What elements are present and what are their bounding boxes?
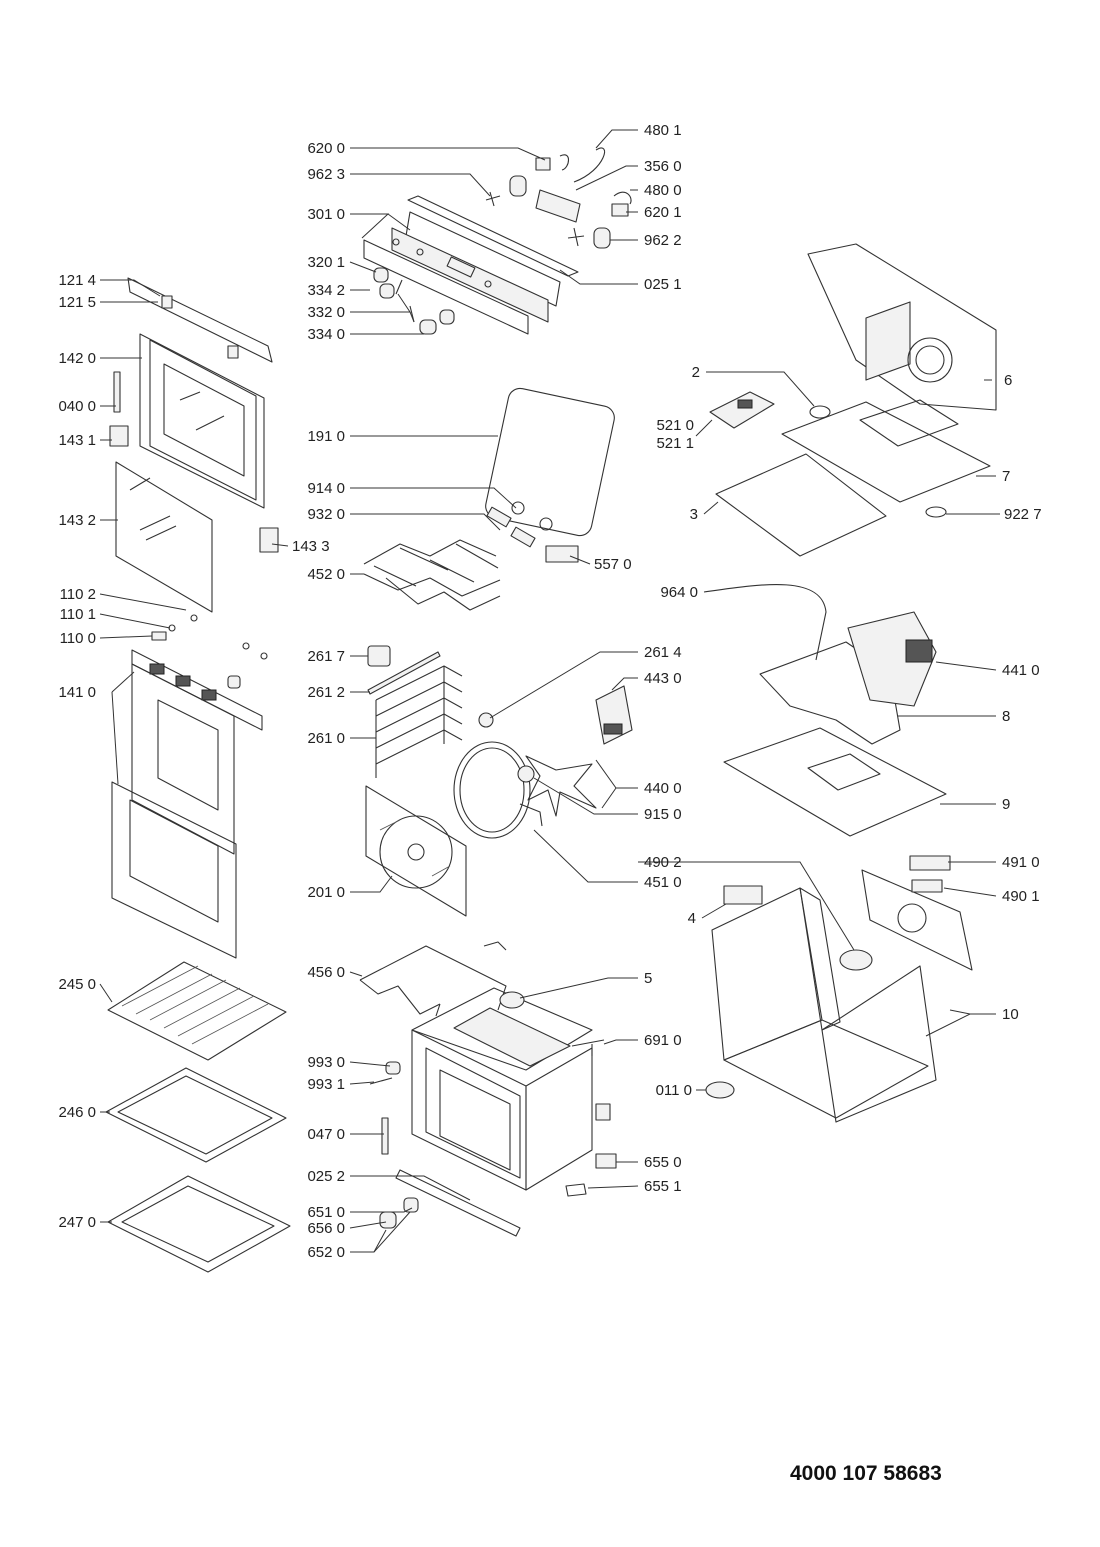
label-356-0: 356 0 — [644, 158, 682, 175]
label-040-0: 040 0 — [58, 398, 96, 415]
label-8: 8 — [1002, 708, 1010, 725]
label-2: 2 — [692, 364, 700, 381]
label-655-0: 655 0 — [644, 1154, 682, 1171]
control-panel-drawing — [363, 195, 579, 335]
leader-lines — [99, 129, 1000, 1253]
tube-964-drawing — [703, 584, 827, 661]
label-451-0: 451 0 — [644, 874, 682, 891]
label-521-0: 521 0 — [656, 417, 694, 434]
label-993-0: 993 0 — [307, 1054, 345, 1071]
label-261-4: 261 4 — [644, 644, 682, 661]
label-962-3: 962 3 — [307, 166, 345, 183]
label-443-0: 443 0 — [644, 670, 682, 687]
label-922-7: 922 7 — [1004, 506, 1042, 523]
label-047-0: 047 0 — [307, 1126, 345, 1143]
baking-tray-drawing — [105, 1067, 287, 1163]
label-245-0: 245 0 — [58, 976, 96, 993]
label-480-1: 480 1 — [644, 122, 682, 139]
label-993-1: 993 1 — [307, 1076, 345, 1093]
door-glass-drawing — [115, 461, 213, 613]
label-334-0: 334 0 — [307, 326, 345, 343]
label-490-1: 490 1 — [1002, 888, 1040, 905]
label-10: 10 — [1002, 1006, 1019, 1023]
label-691-0: 691 0 — [644, 1032, 682, 1049]
lower-element-drawing — [359, 941, 507, 1017]
plate-3-drawing — [715, 453, 887, 557]
label-652-0: 652 0 — [307, 1244, 345, 1261]
label-141-0: 141 0 — [58, 684, 96, 701]
plate-9-drawing — [723, 727, 947, 837]
bracket-8-drawing — [759, 611, 937, 745]
drip-pan-drawing — [107, 1175, 291, 1273]
label-121-4: 121 4 — [58, 272, 96, 289]
label-261-7: 261 7 — [307, 648, 345, 665]
label-191-0: 191 0 — [307, 428, 345, 445]
outer-door-drawing — [109, 277, 279, 553]
label-456-0: 456 0 — [307, 964, 345, 981]
label-011-0: 011 0 — [656, 1082, 692, 1099]
label-320-1: 320 1 — [307, 254, 345, 271]
label-620-1: 620 1 — [644, 204, 682, 221]
label-651-0: 651 0 — [307, 1204, 345, 1221]
label-490-2: 490 2 — [644, 854, 682, 871]
label-915-0: 915 0 — [644, 806, 682, 823]
label-620-0: 620 0 — [307, 140, 345, 157]
label-110-0: 110 0 — [60, 630, 96, 647]
label-143-1: 143 1 — [58, 432, 96, 449]
label-143-3: 143 3 — [292, 538, 330, 555]
document-number: 4000 107 58683 — [790, 1462, 942, 1485]
label-247-0: 247 0 — [58, 1214, 96, 1231]
label-441-0: 441 0 — [1002, 662, 1040, 679]
inner-door-drawing — [111, 614, 268, 959]
cavity-small-parts-drawing — [369, 991, 525, 1229]
label-334-2: 334 2 — [307, 282, 345, 299]
label-440-0: 440 0 — [644, 780, 682, 797]
part-labels: 620 0 962 3 301 0 320 1 334 2 332 0 334 … — [58, 122, 1041, 1261]
label-4: 4 — [688, 910, 696, 927]
label-964-0: 964 0 — [660, 584, 698, 601]
label-6: 6 — [1004, 372, 1012, 389]
label-025-1: 025 1 — [644, 276, 682, 293]
top-cover-drawing — [807, 243, 997, 411]
label-932-0: 932 0 — [307, 506, 345, 523]
label-962-2: 962 2 — [644, 232, 682, 249]
label-452-0: 452 0 — [307, 566, 345, 583]
label-143-2: 143 2 — [58, 512, 96, 529]
label-521-1: 521 1 — [656, 435, 694, 452]
label-261-0: 261 0 — [307, 730, 345, 747]
fan-assembly-drawing — [365, 685, 633, 917]
washer-922-drawing — [925, 506, 947, 518]
label-914-0: 914 0 — [307, 480, 345, 497]
label-142-0: 142 0 — [58, 350, 96, 367]
grill-element-drawing — [363, 501, 579, 611]
label-3: 3 — [690, 506, 698, 523]
label-480-0: 480 0 — [644, 182, 682, 199]
oven-cavity-drawing — [395, 987, 617, 1237]
shelf-runner-drawing — [367, 645, 494, 778]
label-110-2: 110 2 — [60, 586, 96, 603]
label-246-0: 246 0 — [58, 1104, 96, 1121]
label-5: 5 — [644, 970, 652, 987]
label-332-0: 332 0 — [307, 304, 345, 321]
label-9: 9 — [1002, 796, 1010, 813]
label-656-0: 656 0 — [307, 1220, 345, 1237]
label-110-1: 110 1 — [60, 606, 96, 623]
top-small-parts-drawing — [373, 147, 632, 335]
label-025-2: 025 2 — [307, 1168, 345, 1185]
label-7: 7 — [1002, 468, 1010, 485]
label-121-5: 121 5 — [58, 294, 96, 311]
label-557-0: 557 0 — [594, 556, 632, 573]
label-491-0: 491 0 — [1002, 854, 1040, 871]
door-seal-drawing — [485, 387, 615, 537]
oven-casing-drawing — [705, 855, 973, 1123]
label-301-0: 301 0 — [307, 206, 345, 223]
label-655-1: 655 1 — [644, 1178, 682, 1195]
label-261-2: 261 2 — [307, 684, 345, 701]
label-201-0: 201 0 — [307, 884, 345, 901]
base-plate-drawing — [709, 391, 991, 503]
oven-rack-drawing — [107, 961, 287, 1061]
